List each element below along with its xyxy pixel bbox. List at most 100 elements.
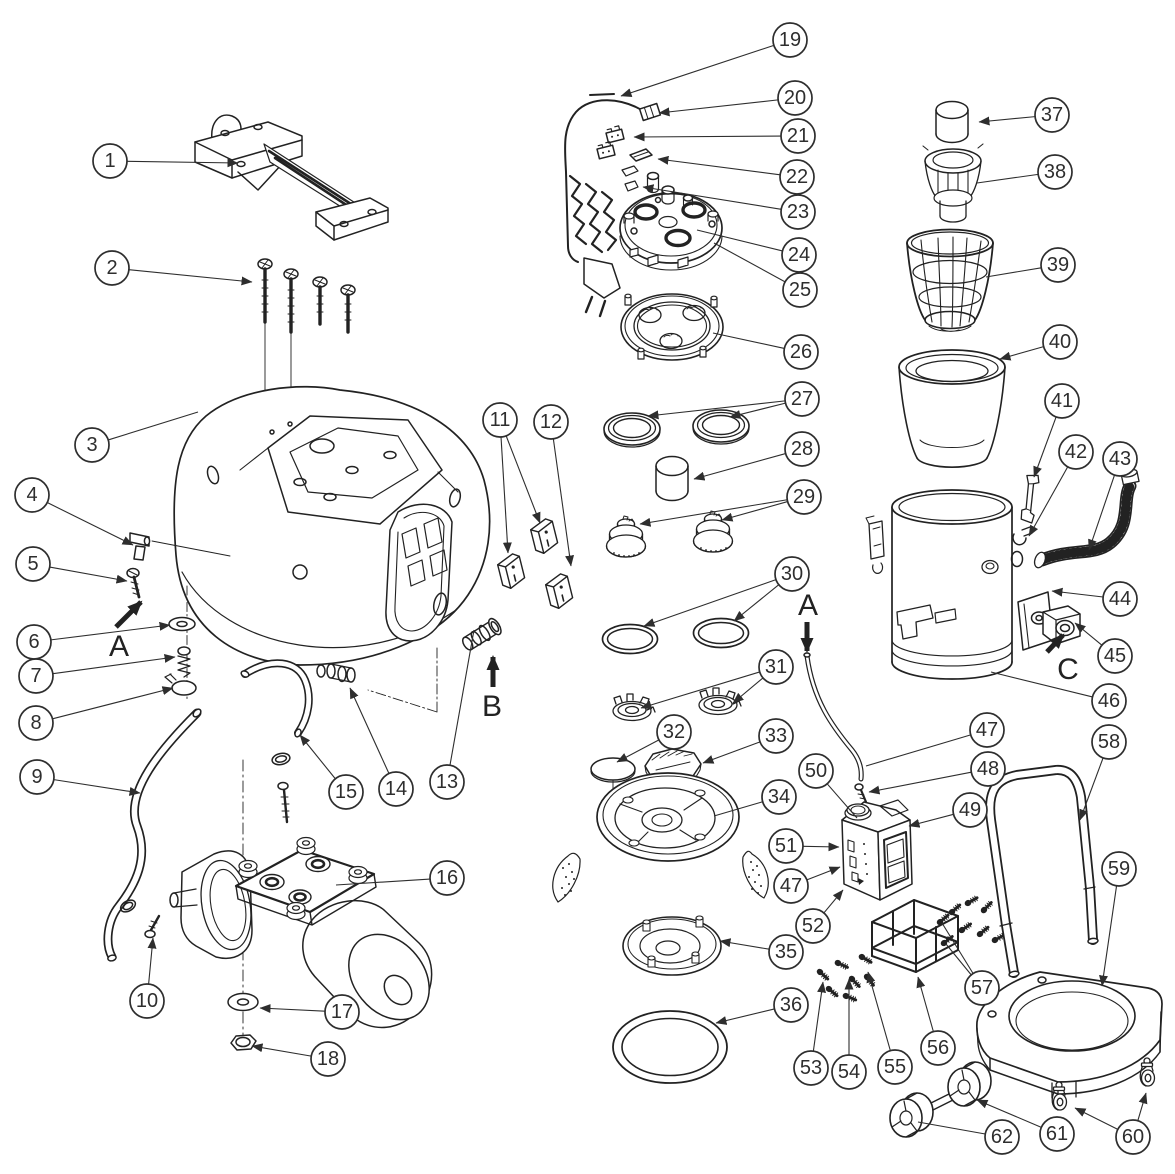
callout-circle — [920, 1030, 956, 1066]
leader-line — [128, 269, 253, 286]
callout-number: 50 — [805, 760, 827, 782]
callout-15: 15 — [299, 734, 364, 810]
callout-circle — [761, 779, 797, 815]
callout-number: 29 — [793, 486, 815, 508]
callout-circle — [877, 1049, 913, 1085]
leader-line — [916, 976, 934, 1032]
part-48-screw — [854, 783, 868, 804]
callout-circle — [94, 250, 130, 286]
leader-line — [616, 739, 660, 763]
reference-letter-B: B — [482, 655, 502, 723]
callout-circle — [1040, 247, 1076, 283]
leader-line — [658, 99, 779, 117]
leader-line — [732, 677, 764, 704]
callout-number: 58 — [1098, 731, 1120, 753]
leader-line — [657, 155, 781, 176]
callout-circle — [14, 477, 50, 513]
callout-23: 23 — [642, 184, 816, 230]
callout-4: 4 — [14, 477, 134, 546]
callout-number: 48 — [977, 758, 999, 780]
part-24-25-motor-plate — [619, 185, 723, 271]
callout-circle — [964, 970, 1000, 1006]
part-10-screw-clamp — [119, 899, 161, 939]
leader-line — [642, 184, 782, 210]
callout-21: 21 — [633, 118, 816, 154]
leader-line — [349, 687, 390, 774]
reference-letter-text: B — [482, 690, 502, 723]
callout-number: 9 — [31, 766, 42, 788]
callout-28: 28 — [693, 431, 820, 481]
callout-26: 26 — [712, 332, 819, 370]
part-41-clip — [1020, 474, 1040, 524]
callout-number: 53 — [800, 1057, 822, 1079]
callout-circle — [831, 1054, 867, 1090]
part-6-washer — [168, 585, 196, 701]
part-34-pump-plate — [552, 772, 769, 903]
leader-line — [640, 671, 760, 710]
leader-line — [108, 411, 199, 441]
part-7-screw-spring — [177, 646, 191, 678]
callout-circle — [952, 792, 988, 828]
callout-circle — [784, 431, 820, 467]
part-5-screw — [126, 567, 141, 599]
leader-line — [53, 779, 141, 796]
callout-circle — [969, 712, 1005, 748]
leader-line — [868, 771, 972, 795]
callout-number: 60 — [1122, 1126, 1144, 1148]
leader-line — [1074, 622, 1103, 646]
callout-31: 31 — [640, 649, 794, 710]
callout-58: 58 — [1079, 724, 1127, 821]
leader-line — [46, 502, 134, 546]
part-11-12-switches — [495, 516, 576, 611]
leader-line — [449, 629, 475, 766]
leader-line — [52, 653, 176, 675]
callout-circle — [773, 987, 809, 1023]
callout-number: 51 — [775, 835, 797, 857]
part-43-drain-hose — [1033, 466, 1140, 569]
callout-6: 6 — [16, 621, 171, 660]
callout-number: 16 — [436, 867, 458, 889]
leader-line — [52, 686, 174, 720]
callout-49: 49 — [908, 792, 988, 828]
leader-line — [826, 783, 858, 819]
leader-line — [552, 438, 575, 567]
leader-line — [693, 453, 786, 481]
leader-line — [633, 132, 782, 142]
callout-number: 45 — [1104, 645, 1126, 667]
callout-circle — [18, 705, 54, 741]
callout-circle — [533, 404, 569, 440]
part-38-float-cage — [922, 143, 984, 223]
callout-number: 2 — [106, 257, 117, 279]
callout-61: 61 — [976, 1099, 1075, 1152]
callout-circle — [1091, 724, 1127, 760]
callout-27: 27 — [647, 381, 820, 420]
part-30-o-rings — [601, 617, 750, 655]
leader-line — [999, 346, 1044, 361]
callout-circle — [758, 649, 794, 685]
leader-line — [126, 158, 239, 168]
reference-letter-text: C — [1057, 653, 1079, 686]
callout-53: 53 — [793, 981, 829, 1086]
leader-line — [978, 116, 1036, 126]
callout-circle — [768, 934, 804, 970]
part-29-small-motors — [605, 510, 734, 558]
callout-circle — [1115, 1119, 1151, 1155]
leader-line — [639, 499, 788, 527]
callout-number: 10 — [136, 990, 158, 1012]
callout-number: 5 — [27, 553, 38, 575]
leader-line — [696, 229, 783, 252]
leader-line — [802, 842, 840, 852]
callout-62: 62 — [917, 1119, 1020, 1155]
leader-line — [505, 435, 541, 524]
callout-number: 1 — [104, 150, 115, 172]
callout-number: 61 — [1046, 1123, 1068, 1145]
callout-34: 34 — [713, 779, 797, 817]
leader-line — [806, 866, 841, 881]
callout-circle — [74, 427, 110, 463]
callout-5: 5 — [15, 546, 128, 584]
leader-line — [299, 734, 336, 780]
callout-circle — [795, 908, 831, 944]
